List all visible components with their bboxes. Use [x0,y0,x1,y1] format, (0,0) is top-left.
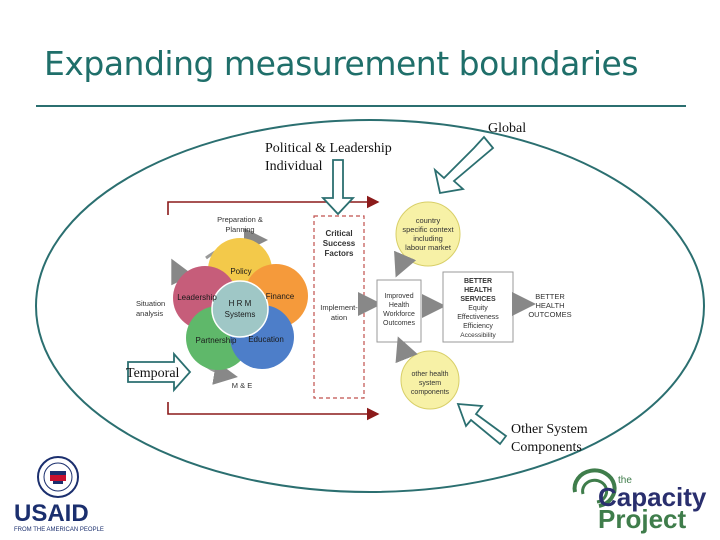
other-label-line1: other health [412,371,449,378]
other-label-line2: system [419,380,441,387]
capacity-wordmark-line2: Project [598,504,686,534]
better-services-box [442,271,514,343]
other-pointer-arrow [456,402,508,446]
capacity-small-word: the [618,475,632,486]
usaid-wordmark: USAID [14,500,89,527]
country-label-line2: specific context [402,225,454,234]
finance-label: Finance [266,292,295,301]
bottom-boundary-arrow [167,402,380,421]
political-callout-line2: Individual [265,159,323,174]
services-label-line5: Effectiveness [457,314,499,321]
top-boundary-arrow [167,195,380,215]
improved-label-line4: Outcomes [383,320,415,327]
temporal-pointer-arrow [127,351,192,393]
hrm-label-line2: Systems [225,310,256,319]
policy-label: Policy [230,267,251,276]
other-callout-line2: Components [511,440,582,455]
usaid-seal [37,456,79,498]
other-label-line3: components [411,389,450,396]
services-label-line2: HEALTH [464,287,492,294]
situation-label-line1: Situation [136,299,165,308]
other-callout: Other System Components [511,421,588,457]
capacity-swirl-icon [572,468,617,508]
country-arrow [394,250,417,278]
leadership-label: Leadership [177,293,217,302]
usaid-tagline: FROM THE AMERICAN PEOPLE [14,527,104,533]
csf-label-line1: Critical [325,229,352,238]
other-callout-line1: Other System [511,422,588,437]
services-label-line4: Equity [468,305,488,312]
preparation-label-line2: Planning [225,225,254,234]
political-callout: Political & Leadership Individual [265,140,392,176]
improved-label-line2: Health [389,302,409,309]
temporal-callout: Temporal [126,366,180,381]
country-context-circle [395,201,461,267]
csf-label-line3: Factors [325,249,354,258]
improved-outcomes-box [376,279,422,343]
global-callout: Global [488,121,527,136]
implementation-label-line1: Implement- [320,303,358,312]
political-pointer-arrow [320,159,356,216]
title-divider [36,105,686,107]
outcomes-label-line1: BETTER [535,292,565,301]
country-label-line1: country [416,216,441,225]
other-arrow [395,336,418,364]
country-label-line4: labour market [405,243,452,252]
political-callout-line1: Political & Leadership [265,141,392,156]
other-components-circle [400,350,460,410]
services-label-line3: SERVICES [460,296,496,303]
csf-label-line2: Success [323,239,356,248]
outcomes-label-line2: HEALTH [535,301,564,310]
services-label-line6: Efficiency [463,323,493,330]
situation-label-line2: analysis [136,309,163,318]
improved-label-line1: Improved [384,293,413,300]
services-label-line1: BETTER [464,278,492,285]
preparation-label-line1: Preparation & [217,215,263,224]
hrm-label-line1: H R M [229,299,252,308]
services-label-line7: Accessibility [460,332,496,339]
hrm-center [211,280,269,338]
improved-label-line3: Workforce [383,311,415,318]
capacity-wordmark-line1: Capacity [598,482,707,512]
slide-title: Expanding measurement boundaries [44,44,639,83]
boundary-ellipse [35,119,705,493]
partnership-label: Partnership [196,336,237,345]
country-label-line3: including [413,234,443,243]
me-label: M & E [232,381,252,390]
implementation-label-line2: ation [331,313,347,322]
global-pointer-arrow [433,135,495,195]
education-label: Education [248,335,284,344]
outcomes-label-line3: OUTCOMES [528,310,571,319]
